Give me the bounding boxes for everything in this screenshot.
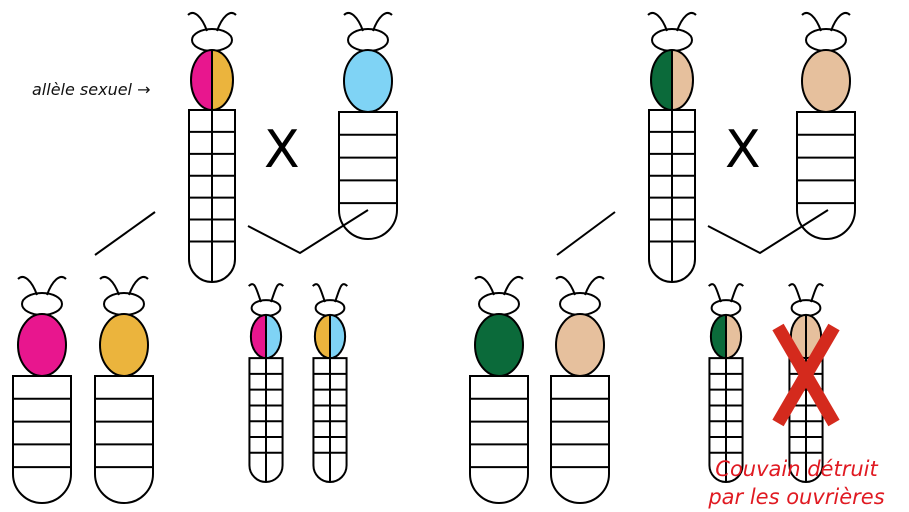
destroyed-brood-caption-line2: par les ouvrières — [684, 484, 909, 512]
offspring-female — [709, 284, 744, 482]
thorax-allele — [651, 50, 693, 110]
abdomen — [797, 112, 855, 239]
head — [560, 293, 600, 315]
abdomen — [13, 376, 71, 503]
thorax-allele — [475, 314, 523, 376]
thorax-allele — [191, 50, 233, 110]
lineage-line — [708, 210, 828, 253]
head — [316, 300, 345, 316]
thorax-allele — [251, 315, 281, 358]
offspring-male — [470, 277, 528, 503]
offspring-male — [95, 277, 153, 503]
cross-symbol-right: X — [725, 124, 761, 176]
thorax-allele — [802, 50, 850, 112]
offspring-male — [13, 277, 71, 503]
lineage-line — [557, 212, 615, 255]
offspring-male — [551, 277, 609, 503]
queen — [648, 13, 696, 282]
thorax-allele — [344, 50, 392, 112]
head — [192, 29, 232, 51]
head — [479, 293, 519, 315]
abdomen — [95, 376, 153, 503]
father-male — [797, 13, 855, 239]
head — [712, 300, 741, 316]
lineage-line — [95, 212, 155, 255]
thorax-allele — [18, 314, 66, 376]
head — [104, 293, 144, 315]
abdomen — [551, 376, 609, 503]
head — [22, 293, 62, 315]
queen — [188, 13, 236, 282]
head — [806, 29, 846, 51]
thorax-allele — [315, 315, 345, 358]
sex-allele-label: allèle sexuel → — [32, 80, 150, 99]
abdomen — [339, 112, 397, 239]
father-male — [339, 13, 397, 239]
cross-symbol-left: X — [264, 124, 300, 176]
head — [252, 300, 281, 316]
thorax-allele — [556, 314, 604, 376]
head — [652, 29, 692, 51]
abdomen — [470, 376, 528, 503]
cross-right — [470, 13, 855, 503]
offspring-female — [249, 284, 284, 482]
thorax-allele — [711, 315, 741, 358]
head — [348, 29, 388, 51]
offspring-female — [313, 284, 348, 482]
head — [792, 300, 821, 316]
thorax-allele — [100, 314, 148, 376]
destroyed-brood-caption-line1: Couvain détruit — [684, 456, 909, 484]
